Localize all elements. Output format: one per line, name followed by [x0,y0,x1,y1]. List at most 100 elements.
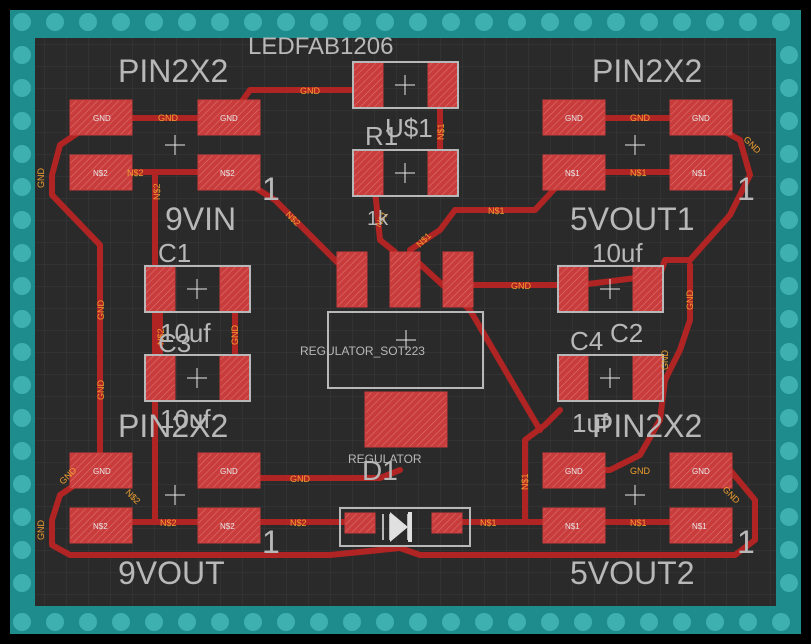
silkscreen-outlines [144,61,664,547]
pad-bl-2[interactable] [197,452,261,489]
pad-tr-1[interactable] [542,99,606,136]
pad-tr-2[interactable] [669,99,733,136]
pad-reg-tab[interactable] [364,391,448,448]
pad-br-4[interactable] [669,507,733,544]
edge-dot [706,13,724,31]
edge-dot [475,13,493,31]
pad-c1-2[interactable] [219,265,251,313]
pad-bl-1[interactable] [69,452,133,489]
pad-r1-2[interactable] [427,149,459,197]
pad-tr-4[interactable] [669,154,733,191]
pad-tl-2[interactable] [197,99,261,136]
c2-value: 10uf [592,238,643,268]
edge-dot [574,613,592,631]
edge-dot [640,13,658,31]
edge-dot [409,613,427,631]
edge-dot [780,508,798,526]
edge-dot [13,409,31,427]
net-label-n1: N$1 [692,169,707,178]
trace-r1-reg[interactable] [372,187,398,255]
edge-dot [607,613,625,631]
pad-bl-4[interactable] [197,507,261,544]
edge-dot [211,13,229,31]
pad-tl-3[interactable] [69,154,133,191]
edge-dot [706,613,724,631]
pad-tl-1[interactable] [69,99,133,136]
edge-dot [178,613,196,631]
trace-n1-diag[interactable] [407,252,543,433]
pin1-tl-marker: 1 [262,171,280,207]
edge-dot [13,112,31,130]
edge-dot [780,475,798,493]
pin1-br-marker: 1 [737,524,755,560]
trace-gnd-bottom[interactable] [49,465,758,558]
c3-value: 10uf [160,404,211,434]
edge-dot [13,244,31,262]
edge-dot [310,613,328,631]
pad-led-1[interactable] [352,61,384,109]
net-label-gnd: GND [96,300,106,321]
5vout2-label: 5VOUT2 [570,555,694,591]
pad-r1-1[interactable] [352,149,384,197]
pad-d1-2[interactable] [431,512,463,534]
edge-dot [780,277,798,295]
ledfab-label: LEDFAB1206 [248,33,393,60]
pin1-bl-marker: 1 [262,524,280,560]
net-label-gnd: GND [93,114,111,123]
pad-reg-out[interactable] [389,251,421,308]
board-edge-dots [13,13,798,631]
net-label-gnd: GND [96,380,106,401]
pad-led-2[interactable] [427,61,459,109]
pad-tr-3[interactable] [542,154,606,191]
pad-c4-1[interactable] [557,354,589,402]
pad-c3-1[interactable] [144,354,176,402]
diode-body[interactable] [339,507,471,547]
edge-dot [46,13,64,31]
pad-c2-1[interactable] [557,265,589,313]
edge-dot [13,376,31,394]
edge-dot [13,574,31,592]
edge-dot [739,613,757,631]
pad-reg-in[interactable] [336,251,368,308]
trace-n1-reg-out[interactable] [407,169,573,253]
pad-br-3[interactable] [542,507,606,544]
pad-br-1[interactable] [542,452,606,489]
pad-tl-4[interactable] [197,154,261,191]
pad-c3-2[interactable] [219,354,251,402]
r1-label: R1 [365,121,398,151]
trace-gnd-left[interactable] [49,115,103,473]
net-label-gnd: GND [685,290,695,311]
pad-c4-2[interactable] [632,354,664,402]
edge-dot [13,211,31,229]
edge-dot [772,613,790,631]
edge-dot [244,613,262,631]
edge-dot [780,343,798,361]
edge-dot [475,613,493,631]
pad-c1-1[interactable] [144,265,176,313]
edge-dot [79,613,97,631]
pad-d1-1[interactable] [344,512,376,534]
edge-dot [772,13,790,31]
net-label-n2: N$2 [220,169,235,178]
regulator-body[interactable] [327,311,484,389]
c4-value: 1uf [572,408,609,438]
edge-dot [13,13,31,31]
trace-n1-vert[interactable] [522,407,563,525]
edge-dot [780,145,798,163]
edge-dot [780,46,798,64]
edge-dot [145,613,163,631]
pad-br-2[interactable] [669,452,733,489]
pin-header-tl-label: PIN2X2 [118,53,228,89]
edge-dot [442,13,460,31]
edge-dot [343,13,361,31]
edge-dot [780,409,798,427]
pad-bl-3[interactable] [69,507,133,544]
net-label-n2: N$2 [156,328,166,345]
9vin-label: 9VIN [165,201,236,237]
pad-c2-2[interactable] [632,265,664,313]
pad-reg-gnd[interactable] [442,251,474,308]
edge-dot [780,376,798,394]
pin-header-bl-label: PIN2X2 [118,408,228,444]
